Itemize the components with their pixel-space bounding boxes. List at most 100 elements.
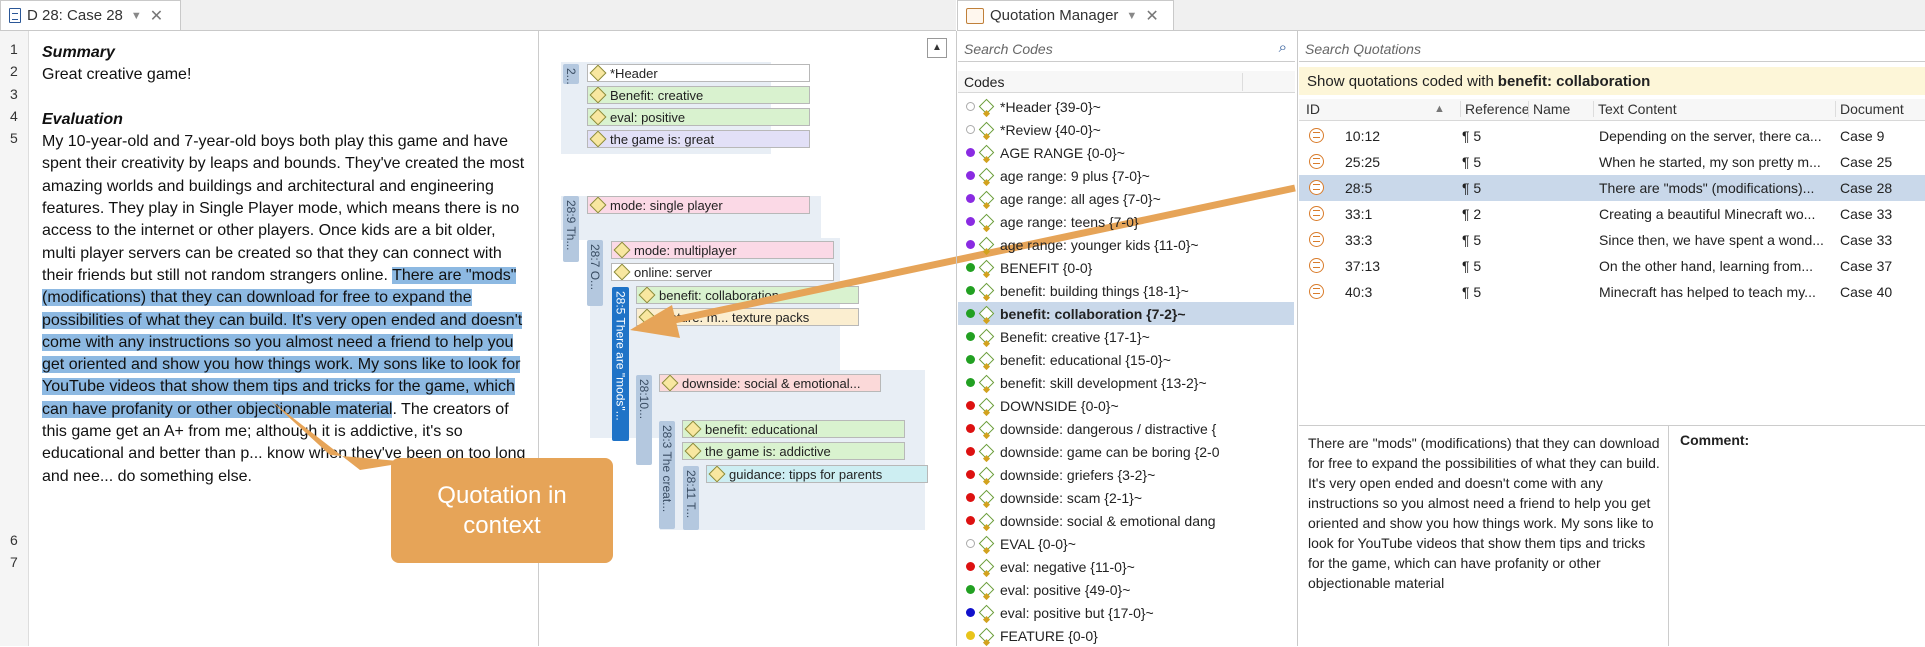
line-number: 6 xyxy=(10,531,18,548)
code-label: eval: positive but {17-0}~ xyxy=(1000,604,1154,621)
code-label: benefit: collaboration {7-2}~ xyxy=(1000,305,1186,322)
search-quotations-input[interactable]: Search Quotations xyxy=(1299,36,1925,62)
column-text-content[interactable]: Text Content xyxy=(1593,101,1677,117)
quotation-bar[interactable]: 28:10... xyxy=(636,375,652,465)
code-list-item[interactable]: downside: game can be boring {2-0 xyxy=(958,440,1294,463)
color-dot-icon xyxy=(966,424,975,433)
code-list-item[interactable]: Benefit: creative {17-1}~ xyxy=(958,325,1294,348)
code-tag[interactable]: online: server xyxy=(611,263,834,281)
preview-separator[interactable] xyxy=(1299,425,1925,426)
code-list-item[interactable]: downside: scam {2-1}~ xyxy=(958,486,1294,509)
column-id[interactable]: ID xyxy=(1306,101,1320,117)
code-tag[interactable]: *Header xyxy=(587,64,810,82)
tab-document-title: D 28: Case 28 xyxy=(27,7,123,24)
code-list-item[interactable]: eval: negative {11-0}~ xyxy=(958,555,1294,578)
cell-text: Minecraft has helped to teach my... xyxy=(1599,284,1816,300)
document-text[interactable]: Summary Great creative game! Evaluation … xyxy=(42,42,532,488)
code-tag[interactable]: Benefit: creative xyxy=(587,86,810,104)
code-list-item[interactable]: downside: social & emotional dang xyxy=(958,509,1294,532)
code-icon xyxy=(978,374,995,391)
quotation-bar[interactable]: 28:7 O... xyxy=(587,240,603,306)
close-icon[interactable]: ✕ xyxy=(1145,7,1159,25)
code-tag-label: benefit: educational xyxy=(705,421,818,437)
close-icon[interactable]: ✕ xyxy=(149,7,164,25)
code-label: downside: game can be boring {2-0 xyxy=(1000,443,1220,460)
code-list-item[interactable]: *Review {40-0}~ xyxy=(958,118,1294,141)
summary-text: Great creative game! xyxy=(42,66,192,84)
filter-prefix: Show quotations coded with xyxy=(1307,72,1494,90)
tab-document[interactable]: D 28: Case 28 ▼ ✕ xyxy=(0,0,181,30)
column-document[interactable]: Document xyxy=(1835,101,1904,117)
cell-text: Since then, we have spent a wond... xyxy=(1599,232,1824,248)
code-list-item[interactable]: benefit: educational {15-0}~ xyxy=(958,348,1294,371)
quotation-bar[interactable]: 28:9 Th... xyxy=(563,196,579,262)
code-list-item[interactable]: age range: all ages {7-0}~ xyxy=(958,187,1294,210)
code-list-item[interactable]: FEATURE {0-0} xyxy=(958,624,1294,647)
code-list-item[interactable]: DOWNSIDE {0-0}~ xyxy=(958,394,1294,417)
code-label: downside: scam {2-1}~ xyxy=(1000,489,1143,506)
code-tag-label: benefit: collaboration xyxy=(659,287,779,303)
code-list-item[interactable]: downside: dangerous / distractive { xyxy=(958,417,1294,440)
quotation-preview-text[interactable]: There are "mods" (modifications) that th… xyxy=(1308,435,1660,591)
code-tag[interactable]: benefit: educational xyxy=(682,420,905,438)
code-list-item[interactable]: benefit: building things {18-1}~ xyxy=(958,279,1294,302)
quotation-bar[interactable]: 28:3 The creat... xyxy=(659,421,675,529)
code-icon xyxy=(978,305,995,322)
code-list-item[interactable]: eval: positive but {17-0}~ xyxy=(958,601,1294,624)
code-tag[interactable]: the game is: addictive xyxy=(682,442,905,460)
pane-separator[interactable] xyxy=(1297,31,1298,646)
highlighted-quotation[interactable]: There are "mods" (modifications) that th… xyxy=(42,266,523,418)
evaluation-paragraph[interactable]: My 10-year-old and 7-year-old boys both … xyxy=(42,131,532,488)
column-name[interactable]: Name xyxy=(1528,101,1570,117)
chevron-down-icon[interactable]: ▼ xyxy=(130,9,142,22)
code-list-item[interactable]: age range: 9 plus {7-0}~ xyxy=(958,164,1294,187)
code-tag[interactable]: mode: single player xyxy=(587,196,810,214)
paragraph-text-before: My 10-year-old and 7-year-old boys both … xyxy=(42,133,525,284)
code-list-item[interactable]: benefit: skill development {13-2}~ xyxy=(958,371,1294,394)
code-list-item[interactable]: benefit: collaboration {7-2}~ xyxy=(958,302,1294,325)
code-icon xyxy=(978,489,995,506)
document-icon xyxy=(9,8,21,23)
code-list-item[interactable]: eval: positive {49-0}~ xyxy=(958,578,1294,601)
chevron-down-icon[interactable]: ▼ xyxy=(1126,9,1138,22)
code-list-item[interactable]: BENEFIT {0-0} xyxy=(958,256,1294,279)
collapse-margin-button[interactable]: ▲ xyxy=(927,38,947,58)
quotation-bar[interactable]: 28:5 There are "mods"... xyxy=(612,287,629,441)
codes-column-header[interactable]: Codes xyxy=(958,71,1295,93)
code-icon xyxy=(978,144,995,161)
filter-bar: Show quotations coded with benefit: coll… xyxy=(1299,67,1925,95)
pane-separator[interactable] xyxy=(956,31,957,646)
code-tag[interactable]: downside: social & emotional... xyxy=(659,374,881,392)
code-tag[interactable]: mode: multiplayer xyxy=(611,241,834,259)
search-icon[interactable]: ⌕ xyxy=(1278,39,1287,56)
callout-line2: context xyxy=(463,511,541,539)
tab-quotation-manager[interactable]: Quotation Manager ▼ ✕ xyxy=(957,0,1174,30)
code-tag[interactable]: guidance: tipps for parents xyxy=(706,465,928,483)
quotation-bar[interactable]: 28:11 T... xyxy=(683,466,699,530)
code-list-item[interactable]: age range: teens {7-0} xyxy=(958,210,1294,233)
color-dot-icon xyxy=(966,585,975,594)
preview-comment-separator[interactable] xyxy=(1668,426,1669,646)
code-tag-label: eval: positive xyxy=(610,109,686,125)
sort-ascending-icon[interactable]: ▲ xyxy=(1434,103,1445,115)
code-label: benefit: building things {18-1}~ xyxy=(1000,282,1189,299)
code-list-item[interactable]: *Header {39-0}~ xyxy=(958,95,1294,118)
cell-id: 33:1 xyxy=(1345,206,1373,222)
code-tag[interactable]: the game is: great xyxy=(587,130,810,148)
code-list-item[interactable]: AGE RANGE {0-0}~ xyxy=(958,141,1294,164)
quotation-bar[interactable]: 2... xyxy=(563,64,579,84)
code-list-item[interactable]: EVAL {0-0}~ xyxy=(958,532,1294,555)
document-margin-divider[interactable] xyxy=(538,31,539,646)
code-list-item[interactable]: age range: younger kids {11-0}~ xyxy=(958,233,1294,256)
column-reference[interactable]: Reference xyxy=(1460,101,1530,117)
search-codes-input[interactable]: Search Codes ⌕ xyxy=(958,36,1295,62)
code-tag[interactable]: eval: positive xyxy=(587,108,810,126)
code-list-item[interactable]: downside: griefers {3-2}~ xyxy=(958,463,1294,486)
